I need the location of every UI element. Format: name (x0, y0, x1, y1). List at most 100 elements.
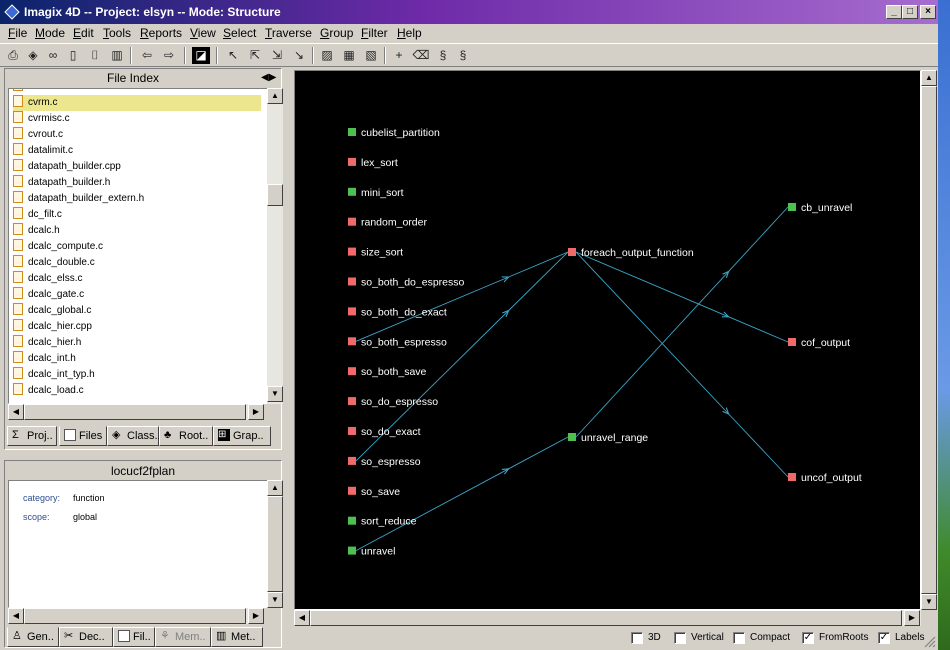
node-marker[interactable] (348, 397, 356, 406)
node-marker[interactable] (348, 187, 356, 196)
file-list-item[interactable]: dcalc_int_typ.h (13, 367, 261, 383)
trash-icon[interactable]: ⌫ (412, 48, 430, 62)
scroll-up-icon[interactable]: ▲ (921, 70, 937, 86)
node-label[interactable]: cb_unravel (801, 202, 852, 214)
node-label[interactable]: cubelist_partition (361, 127, 440, 139)
pointer-icon[interactable]: ↖ (227, 48, 239, 62)
grid-icon[interactable]: ▦ (343, 48, 355, 62)
scroll-right-icon[interactable]: ▶ (904, 610, 920, 626)
menu-view[interactable]: View (190, 26, 216, 40)
node-label[interactable]: foreach_output_function (581, 247, 694, 259)
node-marker[interactable] (348, 367, 356, 376)
scroll-thumb[interactable] (24, 608, 246, 624)
scroll-thumb[interactable] (267, 496, 283, 592)
title-bar[interactable]: Imagix 4D -- Project: elsyn -- Mode: Str… (0, 0, 938, 24)
graph-node[interactable]: so_both_do_exact (348, 306, 447, 318)
scroll-right-icon[interactable]: ▶ (248, 608, 264, 624)
list-item[interactable] (13, 89, 261, 95)
node-label[interactable]: so_both_do_espresso (361, 277, 464, 289)
file-list-item[interactable]: dcalc_hier.h (13, 335, 261, 351)
file-list-item[interactable]: dcalc_double.c (13, 255, 261, 271)
graph-vscrollbar[interactable]: ▲ ▼ (921, 70, 937, 610)
menu-help[interactable]: Help (397, 26, 422, 40)
file-list-item[interactable]: dcalc_gate.c (13, 287, 261, 303)
graph-node[interactable]: so_both_do_espresso (348, 277, 464, 289)
graph-svg[interactable]: cubelist_partition lex_sort mini_sortrando… (295, 71, 920, 609)
graph-node[interactable]: sort_reduce (348, 516, 417, 528)
add-node-icon[interactable]: + (395, 48, 403, 62)
graph-node[interactable]: unravel (348, 546, 395, 558)
node-marker[interactable] (348, 337, 356, 346)
file-list-item[interactable]: dcalc_global.c (13, 303, 261, 319)
checkbox-vertical[interactable] (674, 632, 686, 644)
scroll-thumb[interactable] (921, 86, 937, 594)
print-icon[interactable]: ⎙ (8, 48, 18, 62)
graph-node[interactable]: unravel_range (568, 432, 648, 444)
node-label[interactable]: unravel_range (581, 432, 648, 444)
file-list-item[interactable]: dcalc_load.c (13, 383, 261, 399)
graph-node[interactable]: cof_output (788, 337, 850, 349)
node-label[interactable]: uncof_output (801, 472, 862, 484)
graph-node[interactable]: foreach_output_function (568, 247, 694, 259)
menu-select[interactable]: Select (223, 26, 257, 40)
graph-node[interactable]: so_do_espresso (348, 396, 438, 408)
tab-declarations[interactable]: ✂Dec.. (59, 627, 113, 647)
file-tree-icon[interactable]: ⌷ (91, 48, 99, 62)
hatch-icon[interactable]: ▨ (321, 48, 333, 62)
node-label[interactable]: size_sort (361, 247, 403, 259)
checkbox-label[interactable]: Labels (895, 632, 925, 643)
file-list-hscrollbar[interactable]: ◀ ▶ (8, 404, 264, 420)
node-label[interactable]: lex_sort (361, 157, 398, 169)
info-hscrollbar[interactable]: ◀ ▶ (8, 608, 264, 624)
file-list-item[interactable]: datalimit.c (13, 143, 261, 159)
node-label[interactable]: so_do_espresso (361, 396, 438, 408)
scroll-up-icon[interactable]: ▲ (267, 88, 283, 104)
scroll-down-icon[interactable]: ▼ (267, 592, 283, 608)
file-list-item[interactable]: datapath_builder_extern.h (13, 191, 261, 207)
file-list-item[interactable]: cvrmisc.c (13, 111, 261, 127)
node-marker[interactable] (348, 128, 356, 136)
graph-node[interactable]: so_both_save (348, 366, 427, 378)
checkbox-fromroots[interactable]: ✓ (802, 632, 814, 644)
close-button[interactable]: × (920, 5, 936, 19)
hatch-alt-icon[interactable]: ▧ (365, 48, 377, 62)
node-label[interactable]: so_both_save (361, 366, 427, 378)
info-vscrollbar[interactable]: ▲ ▼ (267, 480, 283, 608)
tab-graphs[interactable]: ⊞Grap.. (213, 426, 271, 446)
scroll-down-icon[interactable]: ▼ (921, 594, 937, 610)
node-marker[interactable] (788, 338, 796, 346)
node-marker[interactable] (348, 456, 356, 465)
graph-node[interactable]: so_espresso (348, 456, 421, 468)
node-marker[interactable] (568, 433, 576, 441)
graph-node[interactable]: size_sort (348, 247, 403, 259)
node-marker[interactable] (348, 307, 356, 316)
node-label[interactable]: random_order (361, 217, 427, 229)
scroll-left-icon[interactable]: ◀ (8, 404, 24, 420)
tab-classes[interactable]: ◈Class.. (107, 426, 161, 446)
node-marker[interactable] (348, 217, 356, 226)
scroll-up-icon[interactable]: ▲ (267, 480, 283, 496)
diamond-view-icon[interactable]: ◈ (28, 48, 38, 62)
graph-node[interactable]: cb_unravel (788, 202, 852, 214)
node-marker[interactable] (348, 157, 356, 166)
file-list-item[interactable]: dcalc_compute.c (13, 239, 261, 255)
checkbox-3d[interactable] (631, 632, 643, 644)
tab-general[interactable]: ♙Gen.. (7, 627, 59, 647)
graph-node[interactable]: mini_sort (348, 187, 404, 199)
graph-node[interactable]: uncof_output (788, 472, 862, 484)
node-label[interactable]: so_espresso (361, 456, 421, 468)
node-label[interactable]: so_both_espresso (361, 336, 447, 348)
tab-members[interactable]: ⚘Mem.. (155, 627, 211, 647)
node-label[interactable]: unravel (361, 546, 395, 558)
file-list-item[interactable]: datapath_builder.cpp (13, 159, 261, 175)
multi-pointer-icon[interactable]: ⇱ (249, 48, 261, 62)
scroll-thumb[interactable] (24, 404, 246, 420)
scroll-down-icon[interactable]: ▼ (267, 386, 283, 402)
collapse-icon[interactable]: § (459, 48, 467, 62)
graph-node[interactable]: so_save (348, 486, 400, 498)
node-marker[interactable] (348, 427, 356, 435)
graph-node[interactable]: cubelist_partition (348, 127, 440, 139)
file-list-item[interactable]: dcalc_int.h (13, 351, 261, 367)
